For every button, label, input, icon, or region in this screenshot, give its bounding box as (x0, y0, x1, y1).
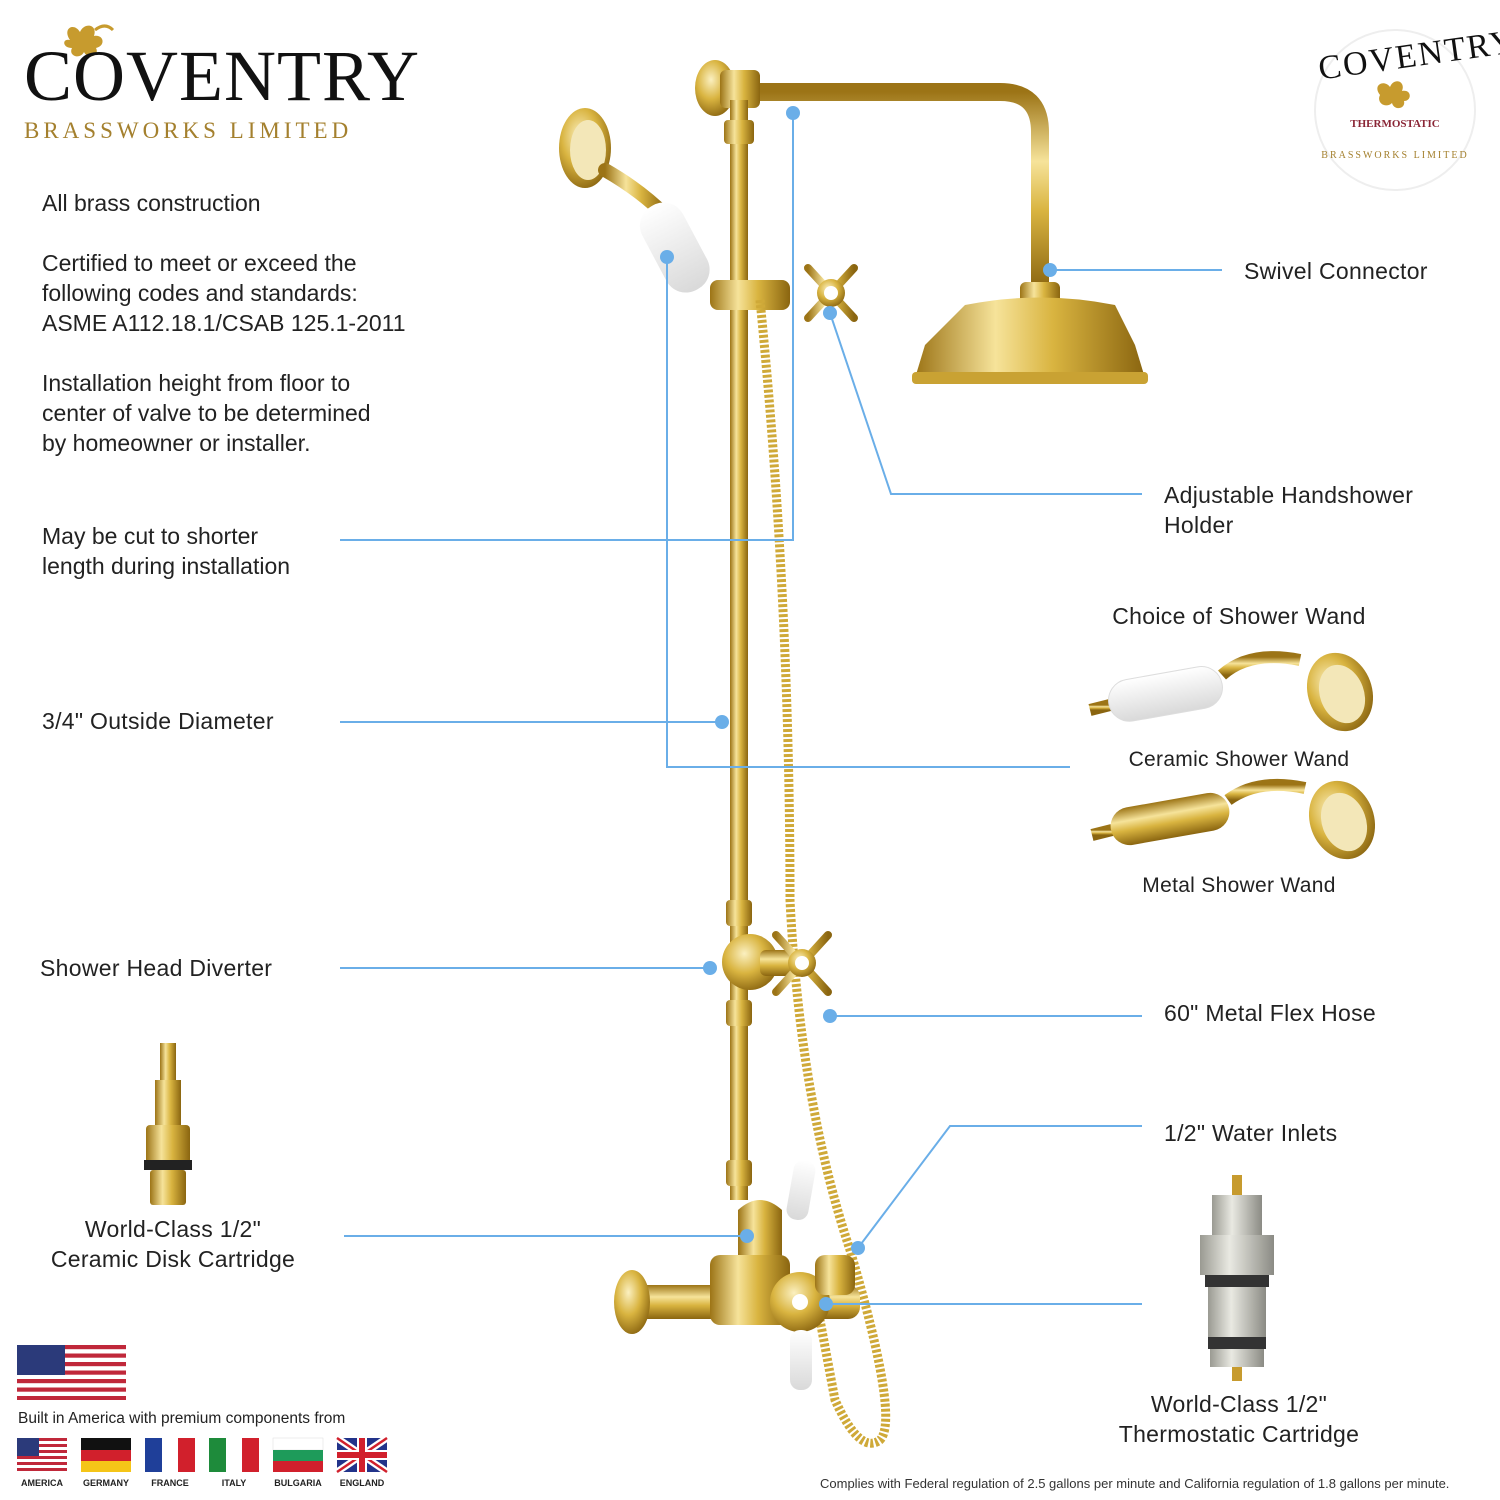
label-thermostatic-cartridge: World-Class 1/2" Thermostatic Cartridge (1118, 1391, 1360, 1447)
label-shower-head-diverter: Shower Head Diverter (40, 955, 273, 981)
label-handshower-holder: Adjustable Handshower Holder (1164, 482, 1414, 538)
label-metal-flex-hose: 60" Metal Flex Hose (1164, 1000, 1377, 1026)
thermostatic-cartridge-image (1200, 1175, 1274, 1381)
flag-bulgaria-icon (272, 1437, 324, 1472)
label-wand-heading: Choice of Shower Wand (1112, 603, 1366, 629)
ceramic-disk-cartridge-image (144, 1043, 192, 1205)
callout-dots (660, 106, 1057, 1311)
flag-caption-france: FRANCE (151, 1478, 189, 1488)
callout-line-wand (666, 257, 1070, 768)
thermostatic-badge (1314, 29, 1476, 191)
country-flags (17, 1435, 389, 1475)
callout-lines (340, 113, 1222, 1305)
flag-caption-germany: GERMANY (82, 1478, 129, 1488)
label-water-inlets: 1/2" Water Inlets (1164, 1120, 1338, 1146)
rain-shower-head (915, 297, 1145, 378)
diverter-valve (722, 931, 832, 996)
flag-caption-italy: ITALY (221, 1478, 247, 1488)
logo-leaf-icon (64, 24, 115, 57)
note-cut-length: May be cut to shorter length during inst… (42, 523, 291, 579)
badge-middle-text: THERMOSTATIC (1350, 118, 1440, 130)
note-construction: All brass construction (42, 190, 261, 216)
badge-bottom-text: BRASSWORKS LIMITED (1321, 150, 1469, 161)
handshower-holder (710, 280, 790, 310)
label-ceramic-disk-cartridge: World-Class 1/2" Ceramic Disk Cartridge (50, 1216, 296, 1272)
callout-line-cut (340, 113, 794, 541)
callout-line-inlets (857, 1125, 1142, 1249)
label-ceramic-shower-wand: Ceramic Shower Wand (1128, 748, 1350, 771)
shower-arm (731, 83, 1049, 299)
brand-logo-subtitle: BRASSWORKS LIMITED (24, 118, 353, 143)
cross-handle-top (804, 264, 858, 322)
usa-flag-large (17, 1345, 126, 1400)
compliance-note: Complies with Federal regulation of 2.5 … (820, 1476, 1450, 1491)
shower-fixture (559, 60, 1148, 1448)
riser-pipe (730, 100, 748, 1200)
label-outside-diameter: 3/4" Outside Diameter (42, 708, 274, 734)
label-swivel-connector: Swivel Connector (1244, 258, 1428, 284)
thermostatic-valve (614, 1160, 860, 1390)
origin-caption: Built in America with premium components… (18, 1410, 346, 1427)
brand-logo-title: COVENTRY (24, 36, 421, 116)
flag-usa-icon (17, 1438, 67, 1472)
callout-line-holder (829, 312, 1142, 495)
note-installation: Installation height from floor to center… (42, 370, 371, 456)
note-certification: Certified to meet or exceed the followin… (42, 250, 406, 336)
handshower (559, 108, 710, 293)
flag-germany-icon (81, 1438, 131, 1472)
flag-france-icon (145, 1438, 195, 1472)
flag-caption-america: AMERICA (21, 1478, 63, 1488)
metal-wand-image (1090, 778, 1376, 860)
flag-england-icon (335, 1435, 389, 1475)
flag-caption-bulgaria: BULGARIA (274, 1478, 322, 1488)
flag-italy-icon (209, 1438, 259, 1472)
label-metal-shower-wand: Metal Shower Wand (1142, 874, 1336, 897)
ceramic-wand-image (1088, 651, 1374, 732)
flag-caption-england: ENGLAND (339, 1478, 385, 1488)
flex-hose (755, 299, 891, 1448)
